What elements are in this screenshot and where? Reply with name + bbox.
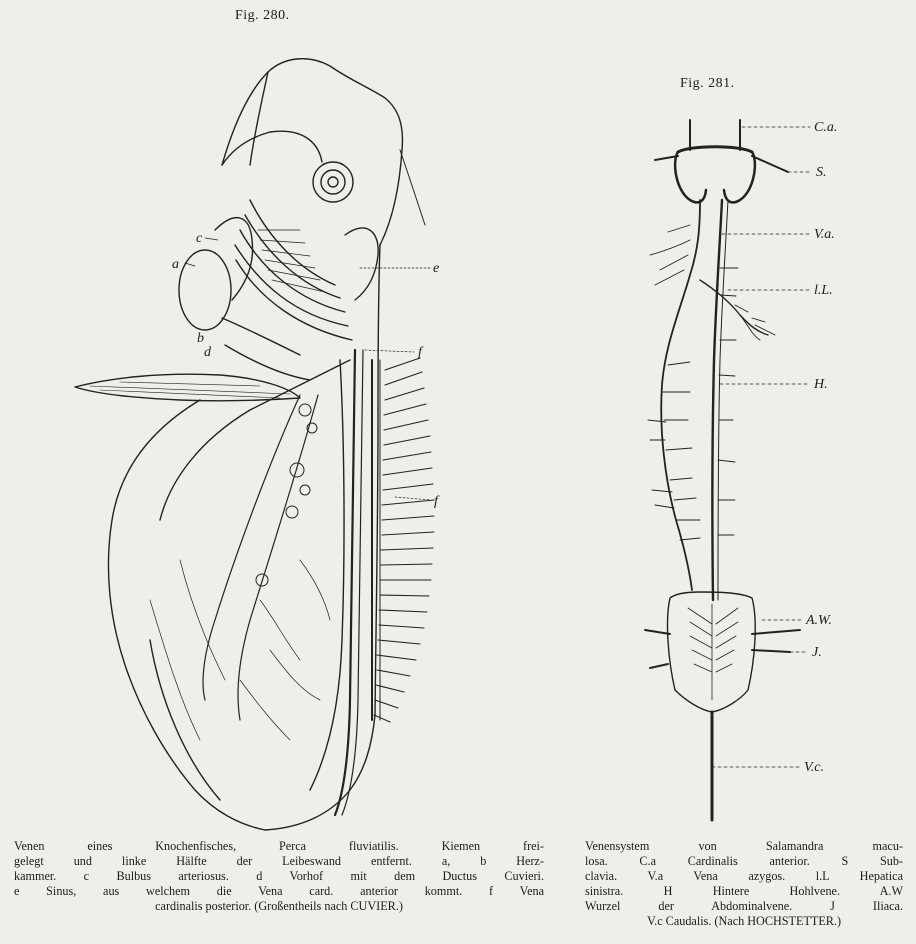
caption-281-line-4: sinistra. H Hintere Hohlvene. A.W	[585, 884, 903, 899]
fig280-label-f-lower: f	[434, 494, 440, 509]
fig280-label-d: d	[204, 345, 212, 360]
caption-280-line-5: cardinalis posterior. (Großentheils nach…	[14, 899, 544, 914]
fig280-label-c: c	[196, 231, 203, 246]
fig280-label-e: e	[433, 261, 439, 276]
figure-280-caption: Venen eines Knochenfisches, Perca fluvia…	[14, 839, 544, 914]
fig281-label-ca: C.a.	[814, 120, 837, 135]
fig280-label-f-upper: f	[418, 345, 424, 360]
caption-281-line-2: losa. C.a Cardinalis anterior. S Sub-	[585, 854, 903, 869]
fig281-label-j: J.	[812, 645, 822, 660]
perch-illustration	[75, 59, 434, 830]
caption-281-line-3: clavia. V.a Vena azygos. l.L Hepatica	[585, 869, 903, 884]
caption-280-line-4: e Sinus, aus welchem die Vena card. ante…	[14, 884, 544, 899]
figure-281-caption: Venensystem von Salamandra macu- losa. C…	[585, 839, 903, 929]
fig281-label-vc: V.c.	[804, 760, 824, 775]
fig281-label-aw: A.W.	[805, 613, 832, 628]
caption-280-line-3: kammer. c Bulbus arteriosus. d Vorhof mi…	[14, 869, 544, 884]
caption-280-line-2: gelegt und linke Hälfte der Leibeswand e…	[14, 854, 544, 869]
caption-280-line-1: Venen eines Knochenfisches, Perca fluvia…	[14, 839, 544, 854]
caption-281-line-1: Venensystem von Salamandra macu-	[585, 839, 903, 854]
caption-281-line-6: V.c Caudalis. (Nach HOCHSTETTER.)	[585, 914, 903, 929]
fig281-label-ll: l.L.	[814, 283, 833, 298]
fig280-label-a: a	[172, 257, 179, 272]
caption-281-line-5: Wurzel der Abdominalvene. J Iliaca.	[585, 899, 903, 914]
fig281-label-h: H.	[813, 377, 828, 392]
fig280-label-b: b	[197, 331, 204, 346]
fig281-label-va: V.a.	[814, 227, 835, 242]
salamander-venous-diagram	[645, 120, 812, 820]
fig281-label-s: S.	[816, 165, 827, 180]
